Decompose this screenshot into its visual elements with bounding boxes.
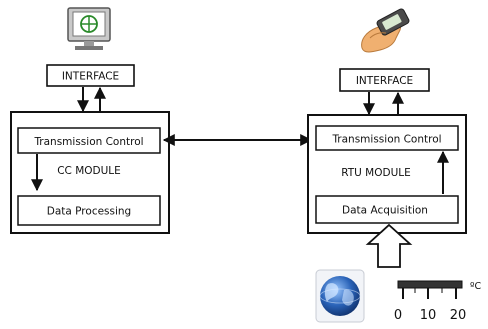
scale-tick-0: 0 [394, 308, 402, 323]
rtu-interface-label: INTERFACE [356, 75, 413, 87]
globe-icon [315, 269, 365, 323]
rtu-transmission-label: Transmission Control [331, 134, 441, 146]
cc-interface-label: INTERFACE [62, 71, 119, 83]
cc-transmission-control-box: Transmission Control [17, 127, 161, 154]
input-hollow-arrow [365, 223, 413, 268]
cc-transmission-label: Transmission Control [33, 136, 143, 148]
thermometer-scale-icon: ºC 0 10 20 [394, 280, 481, 323]
scale-tick-20: 20 [450, 308, 467, 323]
temperature-unit-label: ºC [470, 281, 481, 292]
cc-processing-label: Data Processing [47, 206, 131, 218]
cc-data-processing-box: Data Processing [17, 195, 161, 226]
rtu-module-label: RTU MODULE [341, 167, 411, 179]
handheld-device-icon [361, 8, 410, 53]
computer-monitor-icon [67, 7, 111, 50]
cc-interface-box: INTERFACE [46, 64, 135, 87]
rtu-acquisition-label: Data Acquisition [342, 205, 428, 217]
rtu-interface-box: INTERFACE [339, 68, 430, 92]
rtu-transmission-control-box: Transmission Control [315, 125, 459, 151]
rtu-data-acquisition-box: Data Acquisition [315, 195, 459, 224]
scale-tick-10: 10 [420, 308, 437, 323]
cc-module-label: CC MODULE [57, 165, 121, 177]
